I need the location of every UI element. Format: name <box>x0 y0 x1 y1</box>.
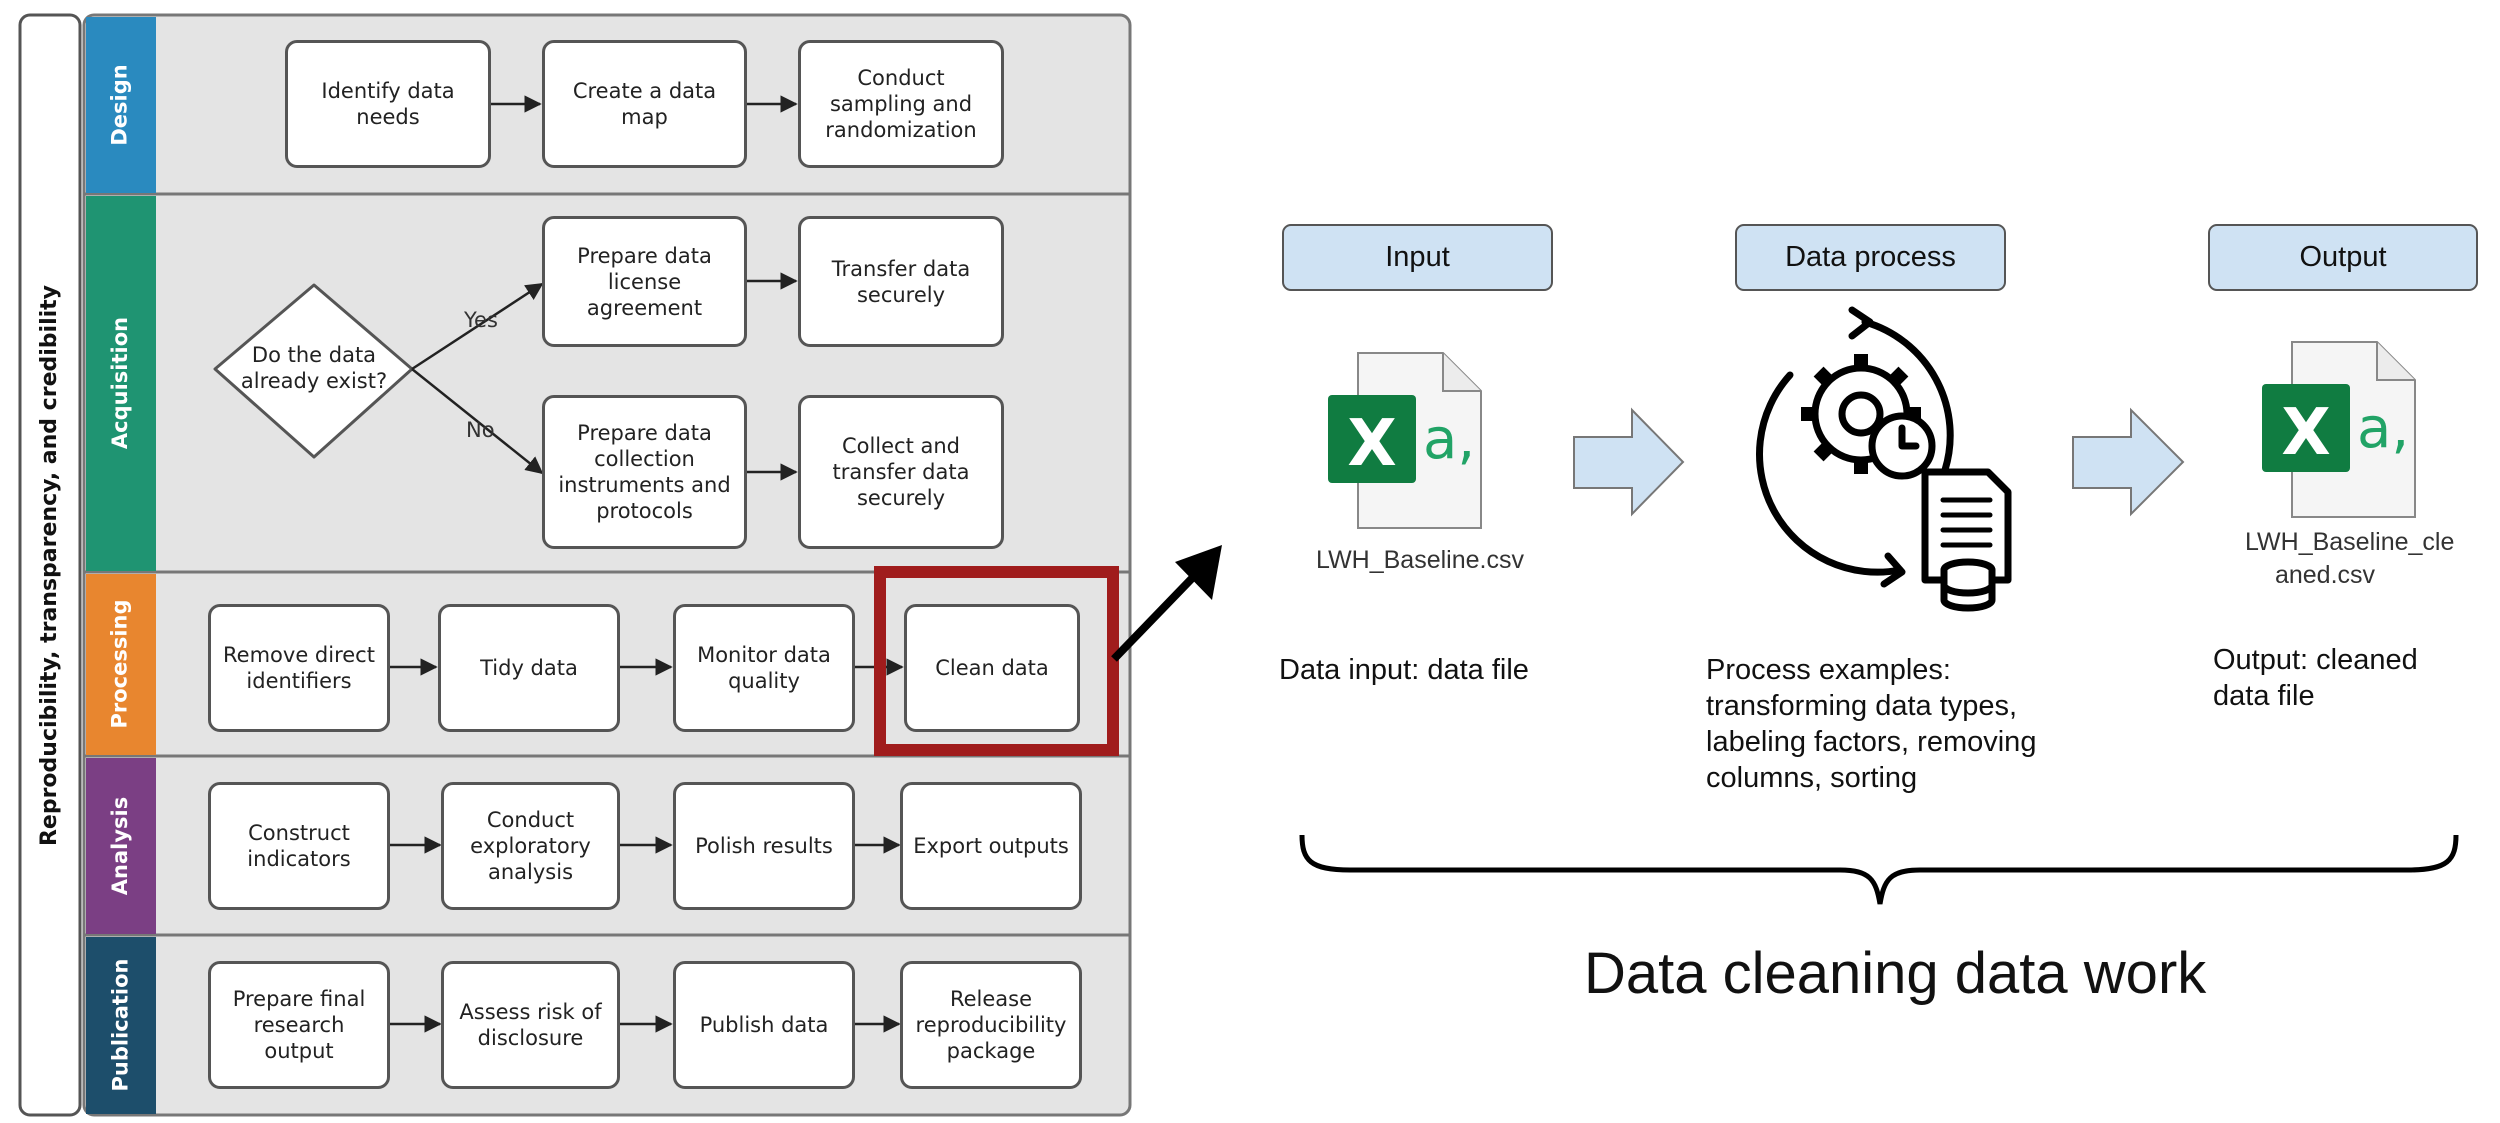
step-prepare-license-agreement: Prepare data license agreement <box>542 216 747 347</box>
stage-design: Design <box>84 15 156 194</box>
decision-diamond <box>213 283 414 459</box>
process-to-output-arrow-icon <box>2072 407 2185 517</box>
header-output: Output <box>2208 224 2478 291</box>
stage-band-analysis <box>86 758 156 934</box>
stage-processing: Processing <box>84 572 156 756</box>
side-label-text: Reproducibility, transparency, and credi… <box>37 284 63 846</box>
step-conduct-exploratory-analysis: Conduct exploratory analysis <box>441 782 620 910</box>
step-conduct-sampling: Conduct sampling and randomization <box>798 40 1004 168</box>
stage-processing-label: Processing <box>108 599 133 729</box>
stage-color-bands <box>86 17 156 1114</box>
stage-band-processing <box>86 574 156 755</box>
step-identify-data-needs: Identify data needs <box>285 40 491 168</box>
stage-acquisition: Acquisition <box>84 194 156 572</box>
step-tidy-data: Tidy data <box>438 604 620 732</box>
process-description: Process examples: transforming data type… <box>1706 654 2037 794</box>
stage-publication-label: Publication <box>108 958 133 1092</box>
step-polish-results: Polish results <box>673 782 855 910</box>
step-collect-transfer-data: Collect and transfer data securely <box>798 395 1004 549</box>
input-excel-file-icon: X a, <box>1328 352 1482 529</box>
step-assess-disclosure-risk: Assess risk of disclosure <box>441 961 620 1089</box>
output-excel-file-icon: X a, <box>2262 341 2416 518</box>
header-data-process: Data process <box>1735 224 2006 291</box>
step-prepare-final-output: Prepare final research output <box>208 961 390 1089</box>
flow-connectors <box>390 95 904 1033</box>
stage-publication: Publication <box>84 935 156 1115</box>
side-label-frame <box>18 13 82 1117</box>
stage-analysis: Analysis <box>84 756 156 935</box>
stage-design-label: Design <box>108 63 133 146</box>
yes-label: Yes <box>464 308 498 332</box>
step-create-data-map: Create a data map <box>542 40 747 168</box>
stage-band-acquisition <box>86 196 156 571</box>
stage-acquisition-label: Acquisition <box>108 316 133 450</box>
step-remove-direct-identifiers: Remove direct identifiers <box>208 604 390 732</box>
input-file-name: LWH_Baseline.csv <box>1316 546 1524 574</box>
svg-text:a,: a, <box>2357 396 2409 461</box>
stage-band-design <box>86 17 156 193</box>
step-construct-indicators: Construct indicators <box>208 782 390 910</box>
header-input: Input <box>1282 224 1553 291</box>
input-description: Data input: data file <box>1279 654 1529 686</box>
step-monitor-data-quality: Monitor data quality <box>673 604 855 732</box>
step-clean-data: Clean data <box>904 604 1080 732</box>
step-publish-data: Publish data <box>673 961 855 1089</box>
clean-data-highlight <box>874 566 1119 756</box>
no-label: No <box>466 418 495 442</box>
step-release-reproducibility-package: Release reproducibility package <box>900 961 1082 1089</box>
svg-text:a,: a, <box>1423 407 1475 472</box>
grouping-brace <box>1299 834 2459 905</box>
output-file-name: LWH_Baseline_cle aned.csv <box>2245 528 2455 589</box>
stage-band-publication <box>86 937 156 1114</box>
process-gear-icon <box>1756 306 2012 612</box>
stage-analysis-label: Analysis <box>108 796 132 895</box>
lane-backgrounds <box>82 13 1132 1117</box>
output-description: Output: cleaned data file <box>2213 644 2418 712</box>
decision-question: Do the data already exist? <box>240 343 388 393</box>
svg-text:X: X <box>2281 396 2330 470</box>
side-label: Reproducibility, transparency, and credi… <box>20 15 80 1115</box>
step-export-outputs: Export outputs <box>900 782 1082 910</box>
input-to-process-arrow-icon <box>1573 407 1685 517</box>
callout-arrow <box>1111 545 1222 662</box>
step-prepare-collection-instruments: Prepare data collection instruments and … <box>542 395 747 549</box>
diagram-title: Data cleaning data work <box>1584 941 2207 1006</box>
step-transfer-data-securely: Transfer data securely <box>798 216 1004 347</box>
svg-text:X: X <box>1347 407 1396 481</box>
